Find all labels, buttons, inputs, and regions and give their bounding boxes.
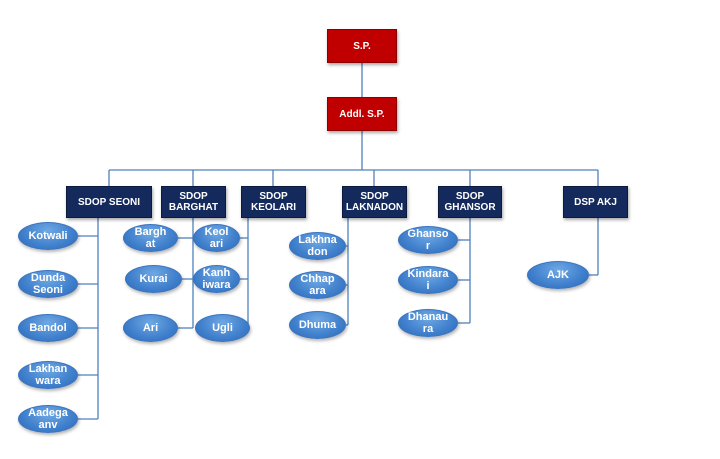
station-lakhanwara: Lakhanwara xyxy=(18,361,78,389)
division-sdop-laknadon: SDOP LAKNADON xyxy=(342,186,407,218)
station-kanhiwara: Kanhiwara xyxy=(193,265,240,293)
station-lakhnadon: Lakhnadon xyxy=(289,232,346,260)
division-sdop-seoni: SDOP SEONI xyxy=(66,186,152,218)
station-ari: Ari xyxy=(123,314,178,342)
station-barghat: Barghat xyxy=(123,224,178,252)
station-chhapara: Chhapara xyxy=(289,271,346,299)
station-kurai: Kurai xyxy=(125,265,182,293)
station-dhanaura: Dhanaura xyxy=(398,309,458,337)
station-kotwali: Kotwali xyxy=(18,222,78,250)
station-ugli: Ugli xyxy=(195,314,250,342)
station-ghansor: Ghansor xyxy=(398,226,458,254)
station-bandol: Bandol xyxy=(18,314,78,342)
division-sdop-keolari: SDOP KEOLARI xyxy=(241,186,306,218)
station-dunda-seoni: Dunda Seoni xyxy=(18,270,78,298)
station-keolari: Keolari xyxy=(193,224,240,252)
division-dsp-akj: DSP AKJ xyxy=(563,186,628,218)
station-kindarai: Kindarai xyxy=(398,266,458,294)
sp-box: S.P. xyxy=(327,29,397,63)
division-sdop-barghat: SDOP BARGHAT xyxy=(161,186,226,218)
station-dhuma: Dhuma xyxy=(289,311,346,339)
division-sdop-ghansor: SDOP GHANSOR xyxy=(438,186,502,218)
station-ajk: AJK xyxy=(527,261,589,289)
station-aadegaanv: Aadegaanv xyxy=(18,405,78,433)
addl-sp-box: Addl. S.P. xyxy=(327,97,397,131)
